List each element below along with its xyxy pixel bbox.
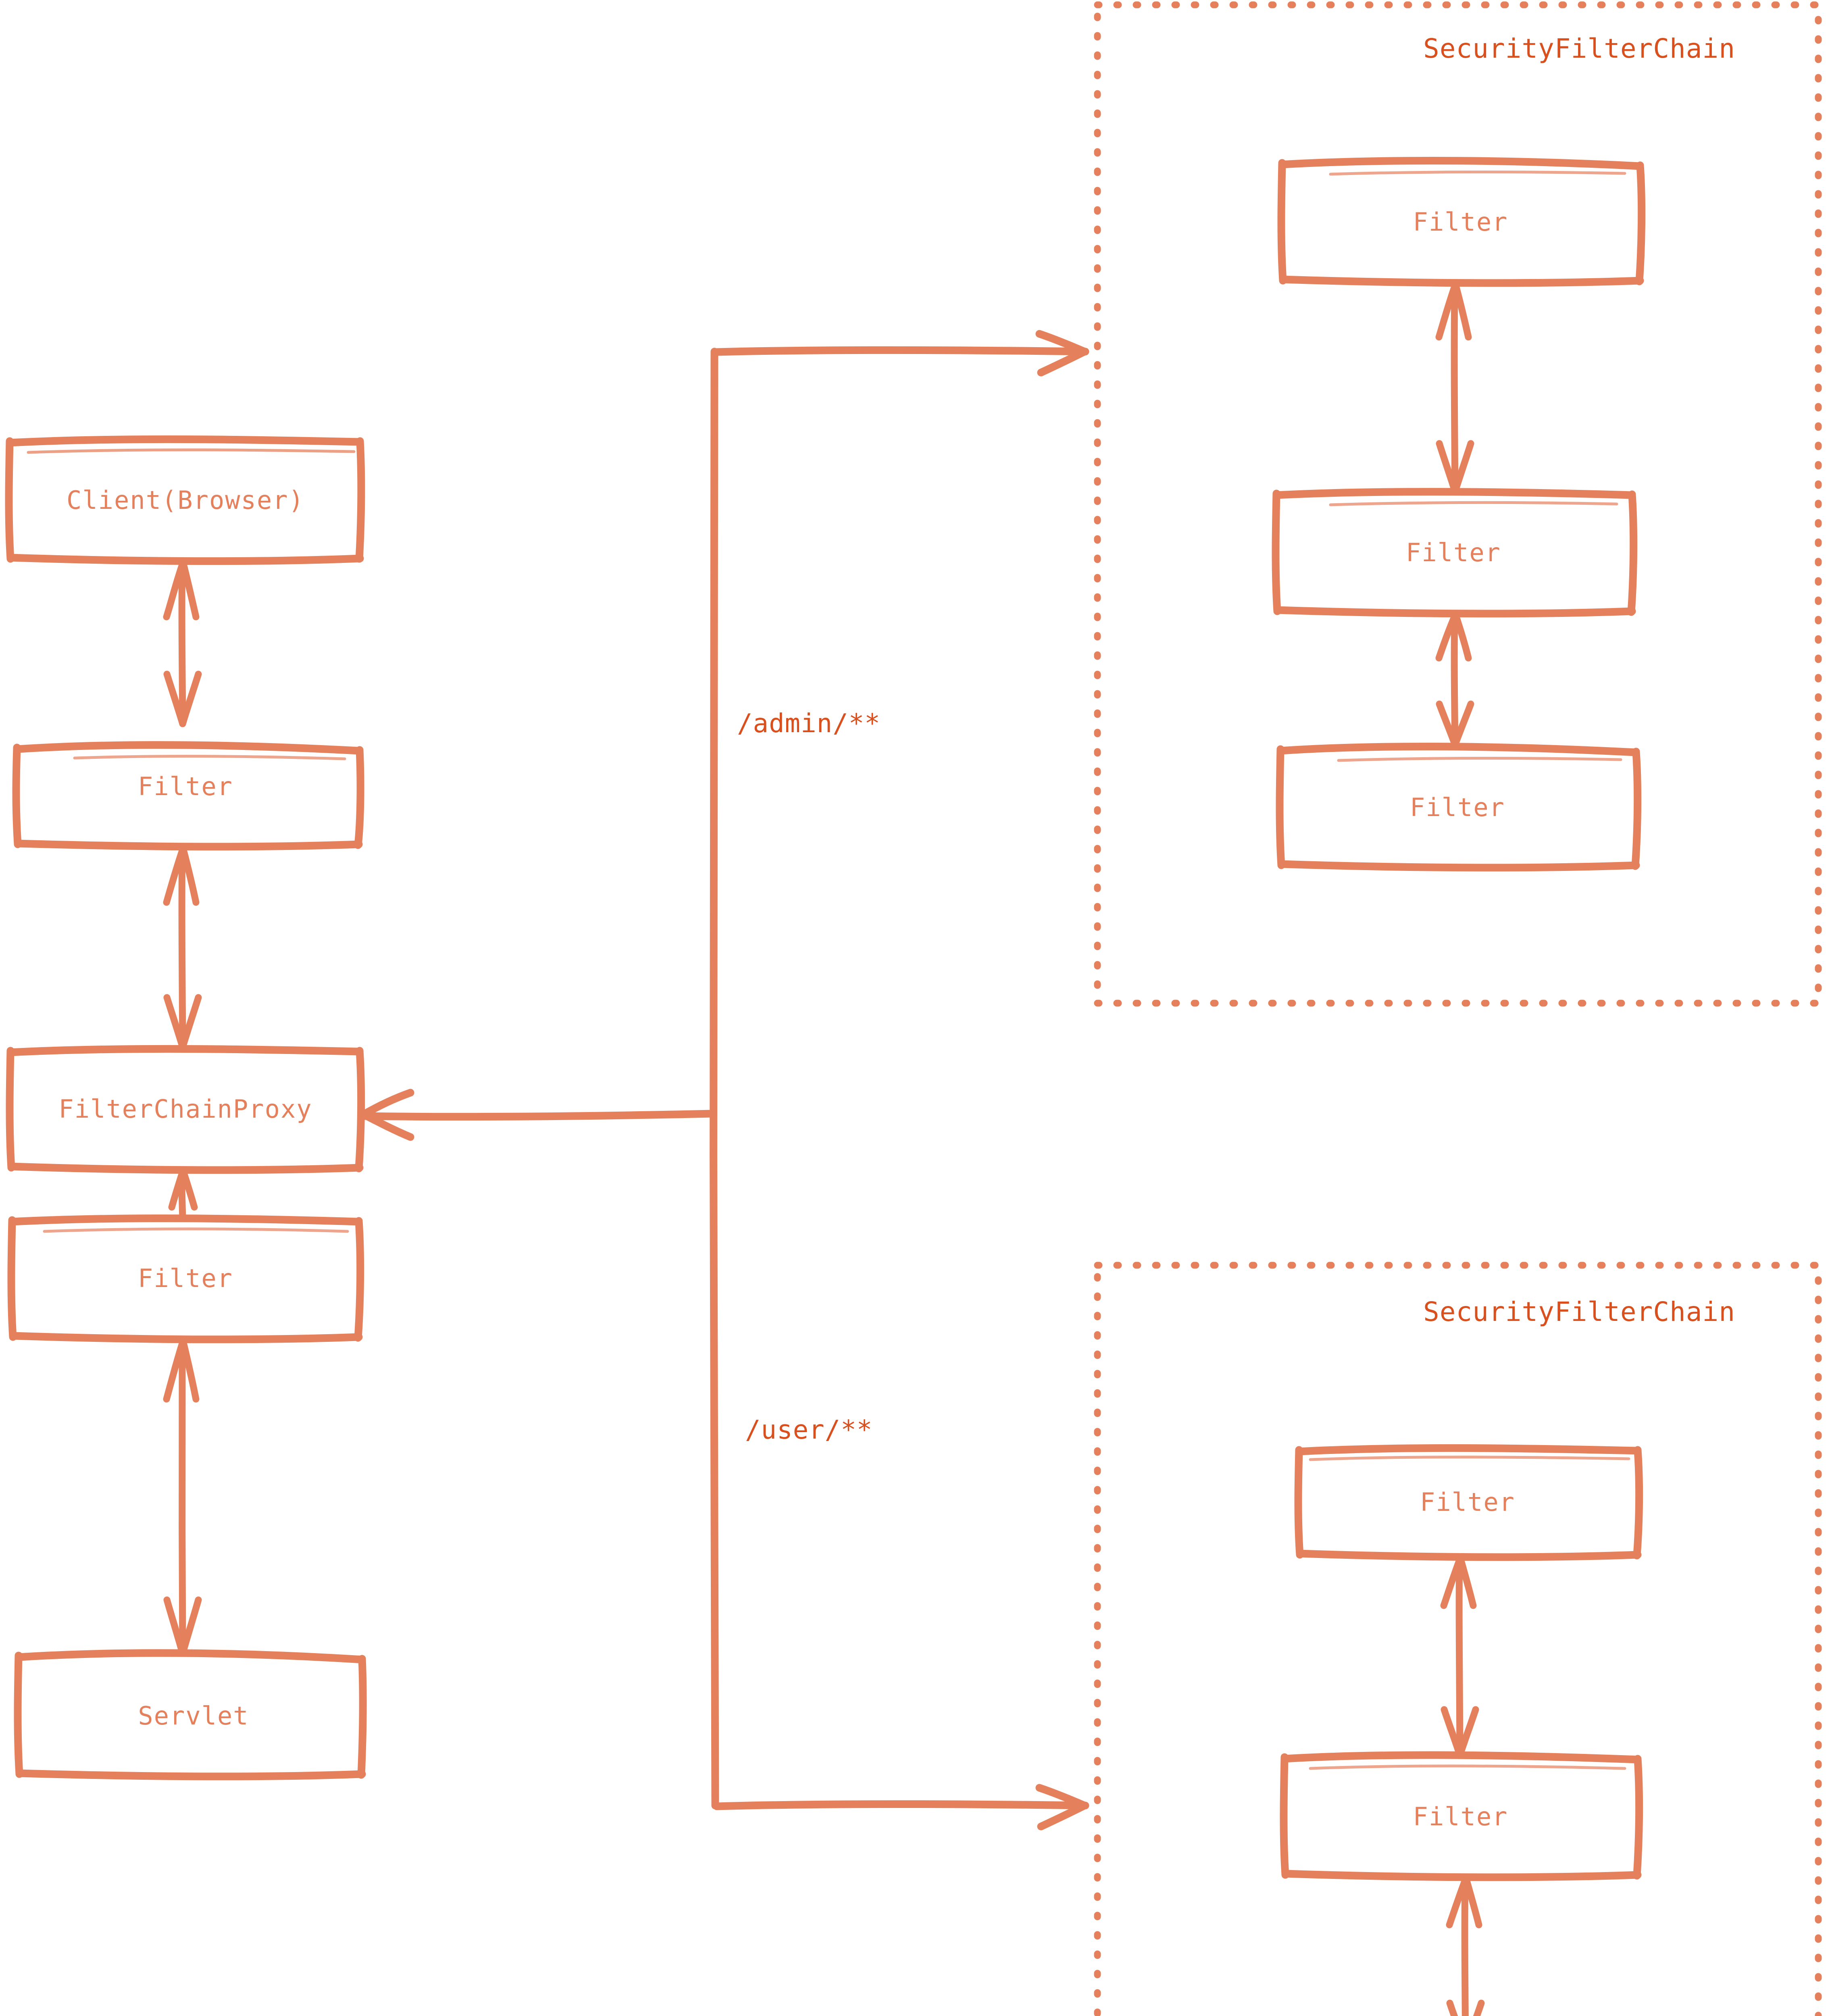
- user-chain-panel-border: [1094, 1262, 1822, 2016]
- filter-chain-proxy-box[interactable]: FilterChainProxy: [8, 1048, 363, 1169]
- user-filter-1-label: Filter: [1420, 1487, 1515, 1517]
- admin-chain-title: SecurityFilterChain: [1423, 33, 1735, 64]
- admin-filter-2-label: Filter: [1406, 537, 1501, 567]
- arrow-admin-f1-f2: [1435, 281, 1474, 495]
- arrow-user-f1-f2: [1440, 1554, 1479, 1759]
- client-box-label: Client(Browser): [67, 485, 304, 515]
- user-filter-2-label: Filter: [1413, 1801, 1508, 1831]
- arrow-filter-servlet: [163, 1337, 202, 1657]
- arrow-admin-f2-f3: [1435, 611, 1474, 748]
- filter-outer-box[interactable]: Filter: [8, 726, 363, 847]
- arrow-filter-proxy: [163, 845, 202, 1051]
- arrow-client-filter: [163, 559, 202, 727]
- admin-filter-1[interactable]: Filter: [1280, 161, 1641, 282]
- user-filter-2[interactable]: Filter: [1282, 1756, 1639, 1877]
- filter-inner-box[interactable]: Filter: [8, 1218, 363, 1339]
- user-filter-1[interactable]: Filter: [1296, 1447, 1639, 1556]
- route-label-admin: /admin/**: [737, 709, 881, 739]
- arrow-user-f2-f3: [1446, 1874, 1485, 2016]
- routing-bus: [709, 348, 719, 1810]
- arrow-proxy-filter-inner: [168, 1167, 198, 1222]
- admin-filter-2[interactable]: Filter: [1274, 492, 1633, 613]
- client-box[interactable]: Client(Browser): [8, 439, 363, 560]
- admin-filter-3[interactable]: Filter: [1278, 747, 1637, 868]
- admin-filter-1-label: Filter: [1413, 207, 1508, 237]
- arrow-bus-to-proxy: [359, 1089, 717, 1141]
- servlet-box[interactable]: Servlet: [16, 1655, 371, 1776]
- user-chain-title: SecurityFilterChain: [1423, 1296, 1735, 1327]
- admin-filter-3-label: Filter: [1410, 792, 1505, 822]
- arrow-to-user-chain: [713, 1784, 1089, 1831]
- filter-outer-box-label: Filter: [138, 771, 233, 801]
- route-label-user: /user/**: [745, 1415, 873, 1445]
- filter-inner-box-label: Filter: [138, 1263, 233, 1293]
- filter-chain-proxy-box-label: FilterChainProxy: [58, 1094, 312, 1124]
- arrow-to-admin-chain: [713, 330, 1089, 377]
- servlet-box-label: Servlet: [138, 1701, 249, 1731]
